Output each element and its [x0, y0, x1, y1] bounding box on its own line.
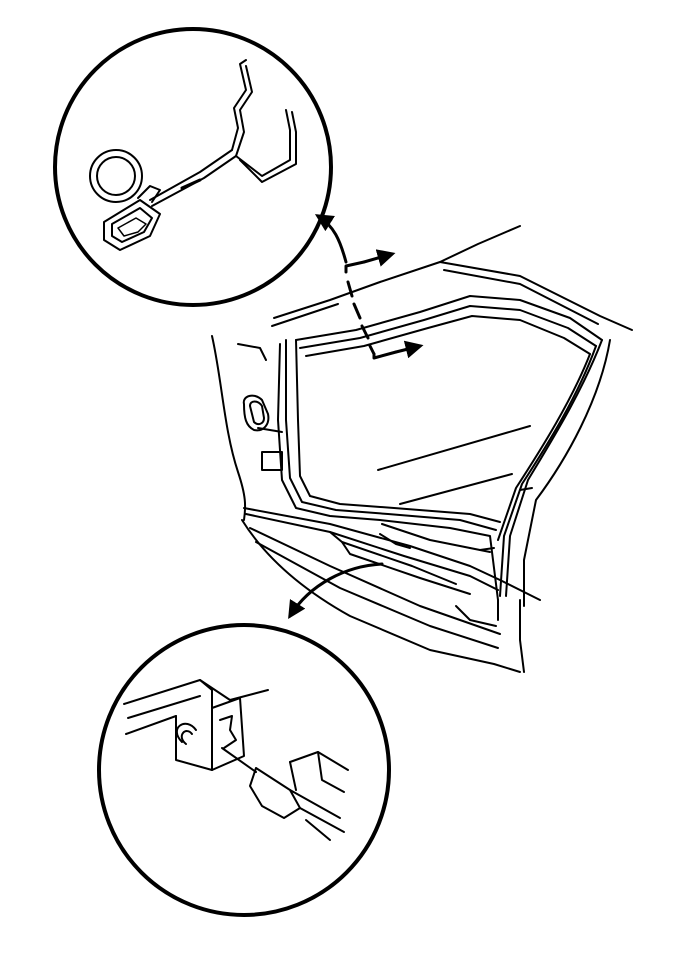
retaining-clip-icon: [89, 59, 297, 251]
section-arrow-upper: [362, 249, 396, 267]
section-marks: [344, 249, 424, 360]
clip-detail-circle: [53, 27, 333, 307]
weatherstrip-channel-icon: [123, 679, 349, 841]
weatherstrip-detail-arrow: [288, 562, 384, 620]
weatherstrip-detail-circle: [97, 623, 391, 917]
clip-detail: [53, 27, 333, 307]
section-arrow-lower: [394, 340, 424, 359]
body-door-opening: [211, 225, 633, 673]
weatherstrip-detail: [97, 623, 391, 917]
clip-detail-arrow: [314, 214, 348, 264]
